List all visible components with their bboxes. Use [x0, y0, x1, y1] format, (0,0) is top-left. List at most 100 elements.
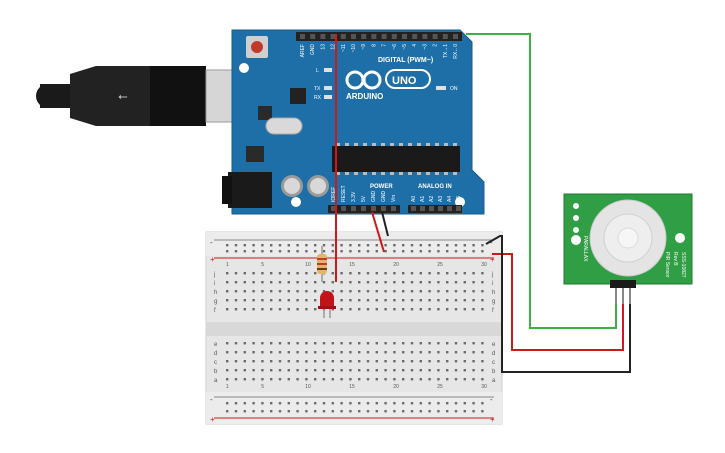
breadboard-hole[interactable]: [463, 351, 466, 354]
breadboard-hole[interactable]: [314, 351, 317, 354]
breadboard-hole[interactable]: [384, 272, 387, 275]
breadboard-hole[interactable]: [410, 244, 414, 247]
header-pin[interactable]: [351, 34, 356, 39]
breadboard-hole[interactable]: [428, 369, 431, 372]
breadboard-hole[interactable]: [419, 351, 422, 354]
breadboard-hole[interactable]: [234, 342, 238, 345]
breadboard-hole[interactable]: [305, 308, 308, 311]
breadboard-hole[interactable]: [384, 299, 387, 302]
breadboard-hole[interactable]: [252, 299, 255, 302]
breadboard-hole[interactable]: [384, 360, 387, 363]
breadboard-hole[interactable]: [261, 244, 264, 247]
breadboard-hole[interactable]: [314, 342, 317, 345]
header-pin[interactable]: [371, 34, 377, 39]
breadboard-hole[interactable]: [419, 272, 422, 275]
breadboard-hole[interactable]: [287, 308, 290, 311]
breadboard-hole[interactable]: [402, 250, 405, 253]
breadboard-hole[interactable]: [261, 342, 264, 345]
breadboard-hole[interactable]: [472, 369, 475, 372]
breadboard-hole[interactable]: [366, 272, 370, 275]
breadboard-hole[interactable]: [428, 360, 431, 363]
breadboard-hole[interactable]: [261, 351, 264, 354]
breadboard-hole[interactable]: [454, 360, 458, 363]
breadboard-hole[interactable]: [384, 369, 387, 372]
breadboard-hole[interactable]: [322, 378, 326, 381]
breadboard-hole[interactable]: [226, 351, 229, 354]
breadboard-hole[interactable]: [437, 281, 440, 284]
breadboard-hole[interactable]: [375, 299, 378, 302]
breadboard-hole[interactable]: [340, 351, 343, 354]
breadboard-hole[interactable]: [358, 351, 361, 354]
breadboard-hole[interactable]: [278, 351, 282, 354]
breadboard-hole[interactable]: [375, 308, 378, 311]
breadboard-hole[interactable]: [252, 360, 255, 363]
breadboard-hole[interactable]: [243, 281, 246, 284]
breadboard-hole[interactable]: [472, 410, 475, 413]
breadboard-hole[interactable]: [481, 299, 484, 302]
breadboard-hole[interactable]: [402, 290, 405, 293]
breadboard-hole[interactable]: [419, 250, 422, 253]
breadboard-hole[interactable]: [243, 402, 246, 405]
breadboard-hole[interactable]: [261, 402, 264, 405]
breadboard-hole[interactable]: [305, 250, 308, 253]
breadboard-hole[interactable]: [234, 360, 238, 363]
breadboard-hole[interactable]: [375, 290, 378, 293]
breadboard-hole[interactable]: [472, 360, 475, 363]
breadboard-hole[interactable]: [410, 281, 414, 284]
breadboard-hole[interactable]: [446, 378, 449, 381]
breadboard-hole[interactable]: [261, 250, 264, 253]
breadboard-hole[interactable]: [454, 250, 458, 253]
breadboard-hole[interactable]: [349, 369, 352, 372]
breadboard-hole[interactable]: [454, 281, 458, 284]
breadboard-hole[interactable]: [481, 351, 484, 354]
breadboard-hole[interactable]: [252, 410, 255, 413]
breadboard-hole[interactable]: [340, 272, 343, 275]
header-pin[interactable]: [391, 34, 397, 39]
breadboard-hole[interactable]: [287, 299, 290, 302]
breadboard-hole[interactable]: [437, 308, 440, 311]
breadboard-hole[interactable]: [410, 299, 414, 302]
breadboard-hole[interactable]: [314, 369, 317, 372]
breadboard-hole[interactable]: [437, 290, 440, 293]
breadboard-hole[interactable]: [428, 351, 431, 354]
breadboard-hole[interactable]: [331, 360, 334, 363]
breadboard-hole[interactable]: [340, 369, 343, 372]
breadboard-hole[interactable]: [375, 369, 378, 372]
breadboard-hole[interactable]: [358, 244, 361, 247]
breadboard-hole[interactable]: [366, 360, 370, 363]
breadboard-hole[interactable]: [454, 410, 458, 413]
breadboard-hole[interactable]: [349, 250, 352, 253]
breadboard-hole[interactable]: [481, 272, 484, 275]
breadboard-hole[interactable]: [463, 290, 466, 293]
breadboard-hole[interactable]: [437, 351, 440, 354]
breadboard-hole[interactable]: [261, 308, 264, 311]
breadboard-hole[interactable]: [393, 378, 396, 381]
breadboard-hole[interactable]: [419, 308, 422, 311]
breadboard-hole[interactable]: [366, 290, 370, 293]
breadboard-hole[interactable]: [349, 308, 352, 311]
breadboard-hole[interactable]: [437, 272, 440, 275]
breadboard-hole[interactable]: [481, 402, 484, 405]
breadboard-hole[interactable]: [410, 369, 414, 372]
breadboard-hole[interactable]: [296, 244, 299, 247]
breadboard-hole[interactable]: [454, 378, 458, 381]
breadboard-hole[interactable]: [410, 290, 414, 293]
breadboard-hole[interactable]: [270, 244, 273, 247]
breadboard-hole[interactable]: [305, 272, 308, 275]
breadboard-hole[interactable]: [270, 378, 273, 381]
breadboard-hole[interactable]: [366, 342, 370, 345]
breadboard-hole[interactable]: [322, 250, 326, 253]
breadboard-hole[interactable]: [278, 281, 282, 284]
breadboard-hole[interactable]: [358, 410, 361, 413]
breadboard-hole[interactable]: [305, 342, 308, 345]
breadboard-hole[interactable]: [446, 402, 449, 405]
breadboard-hole[interactable]: [349, 290, 352, 293]
breadboard-hole[interactable]: [226, 360, 229, 363]
breadboard-hole[interactable]: [472, 250, 475, 253]
breadboard-hole[interactable]: [270, 369, 273, 372]
vcc-wire-red[interactable]: [492, 253, 624, 351]
breadboard-hole[interactable]: [331, 410, 334, 413]
breadboard-hole[interactable]: [296, 250, 299, 253]
breadboard-hole[interactable]: [252, 272, 255, 275]
breadboard-hole[interactable]: [243, 272, 246, 275]
